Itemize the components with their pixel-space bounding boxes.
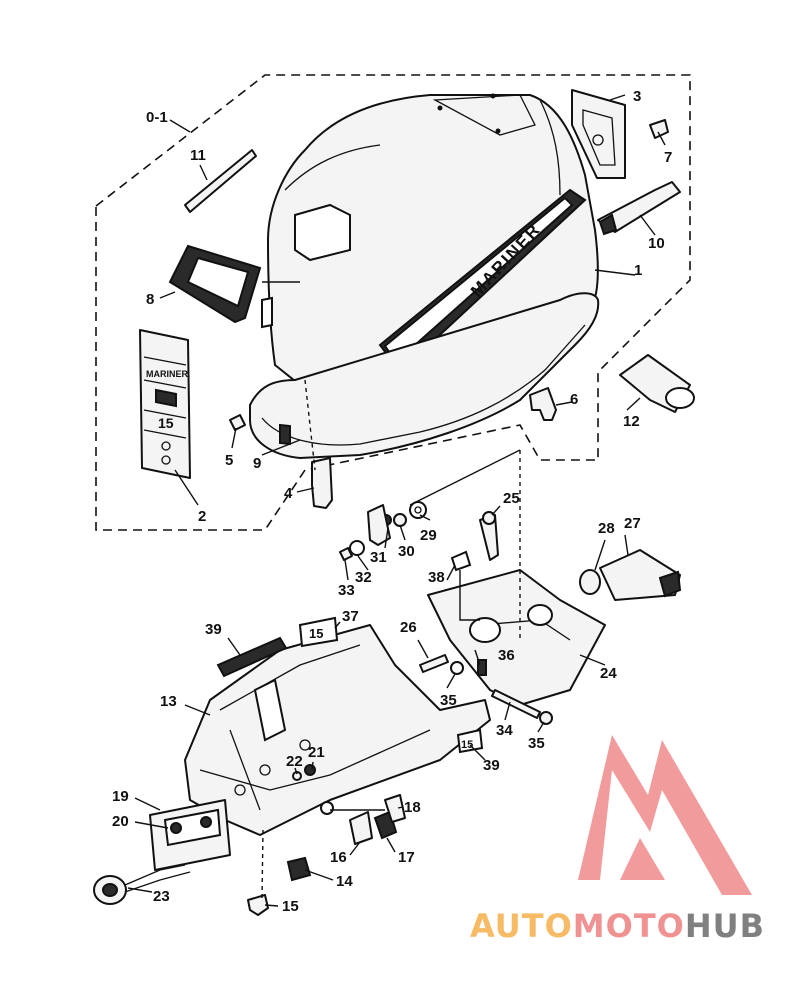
callout-32: 32: [355, 569, 372, 586]
callout-19: 19: [112, 788, 129, 805]
intake-grille: [168, 244, 262, 324]
callout-36: 36: [498, 647, 515, 664]
rear-plate: [571, 89, 626, 179]
callout-38: 38: [428, 569, 445, 586]
callout-7: 7: [664, 149, 672, 166]
latch-strap: [597, 181, 681, 236]
callout-3: 3: [633, 88, 641, 105]
callout-16: 16: [330, 849, 347, 866]
callout-1: 1: [634, 262, 642, 279]
rubber-mount: [286, 856, 312, 882]
callout-39-b: 39: [483, 757, 500, 774]
pin-26: [419, 654, 449, 673]
decal-panel: [139, 329, 191, 479]
hp-plate-text: 15: [309, 626, 323, 641]
control-panel: [149, 799, 231, 871]
callout-8: 8: [146, 291, 154, 308]
callout-23: 23: [153, 888, 170, 905]
callout-30: 30: [398, 543, 415, 560]
callout-9: 9: [253, 455, 261, 472]
watermark-moto: MOTO: [573, 907, 685, 945]
callout-25: 25: [503, 490, 520, 507]
callout-29: 29: [420, 527, 437, 544]
callout-21: 21: [308, 744, 325, 761]
panel-brand-decal: MARINER: [146, 369, 188, 379]
bottom-cowl: [184, 624, 491, 836]
washer-35-b: [539, 711, 553, 725]
callout-35-b: 35: [528, 735, 545, 752]
nut-21: [304, 764, 316, 776]
callout-33: 33: [338, 582, 355, 599]
callout-22: 22: [286, 753, 303, 770]
callout-17: 17: [398, 849, 415, 866]
fittings: [349, 794, 406, 845]
vent-tube: [619, 354, 695, 413]
callout-12: 12: [623, 413, 640, 430]
callout-28: 28: [598, 520, 615, 537]
key-switch: [93, 864, 191, 905]
callout-26: 26: [400, 619, 417, 636]
callout-6: 6: [570, 391, 578, 408]
fuel-connector: [579, 549, 682, 601]
callout-18: 18: [404, 799, 421, 816]
callout-14: 14: [336, 873, 353, 890]
hp-plate: [298, 616, 339, 648]
leader-lines: [127, 94, 666, 907]
callout-37: 37: [342, 608, 359, 625]
trim-strip: [184, 149, 257, 213]
callout-27: 27: [624, 515, 641, 532]
watermark-hub: HUB: [685, 907, 765, 945]
rear-bracket: [529, 387, 557, 421]
label-38: [450, 550, 472, 572]
callout-11: 11: [190, 147, 206, 164]
cowl-screw: [229, 414, 246, 431]
grommet: [649, 119, 669, 139]
callout-35-a: 35: [440, 692, 457, 709]
watermark-text: AUTOMOTOHUB: [470, 907, 765, 945]
bottom-seal: [216, 636, 288, 678]
callout-34: 34: [496, 722, 513, 739]
pin-34: [491, 689, 541, 719]
callout-2: 2: [198, 508, 206, 525]
watermark-inner-mark: [620, 838, 665, 880]
front-latch: [311, 457, 333, 509]
callout-31: 31: [370, 549, 387, 566]
watermark-logo: AUTOMOTOHUB: [470, 735, 765, 945]
tray-hp-text: 15: [461, 739, 473, 751]
tray-decal: [456, 728, 484, 754]
callout-39-a: 39: [205, 621, 222, 638]
callout-24: 24: [600, 665, 617, 682]
panel-hp-decal: 15: [158, 415, 174, 431]
cowl-seal: [249, 292, 600, 459]
washer-35-a: [450, 661, 464, 675]
callout-labels: 0-1 1 2 3 4 5 6 7 8 9 10 11 12 13 14 15 …: [112, 88, 672, 915]
watermark-triangle-mark: [578, 735, 752, 895]
hardware-stack: [339, 501, 499, 561]
callout-10: 10: [648, 235, 665, 252]
watermark-auto: AUTO: [470, 907, 573, 945]
callout-15: 15: [282, 898, 299, 915]
callout-4: 4: [284, 485, 293, 502]
callout-5: 5: [225, 452, 233, 469]
callout-13: 13: [160, 693, 177, 710]
rear-housing: [427, 569, 606, 706]
top-cowl: [261, 93, 599, 386]
callout-0-1: 0-1: [146, 109, 168, 126]
callout-20: 20: [112, 813, 129, 830]
